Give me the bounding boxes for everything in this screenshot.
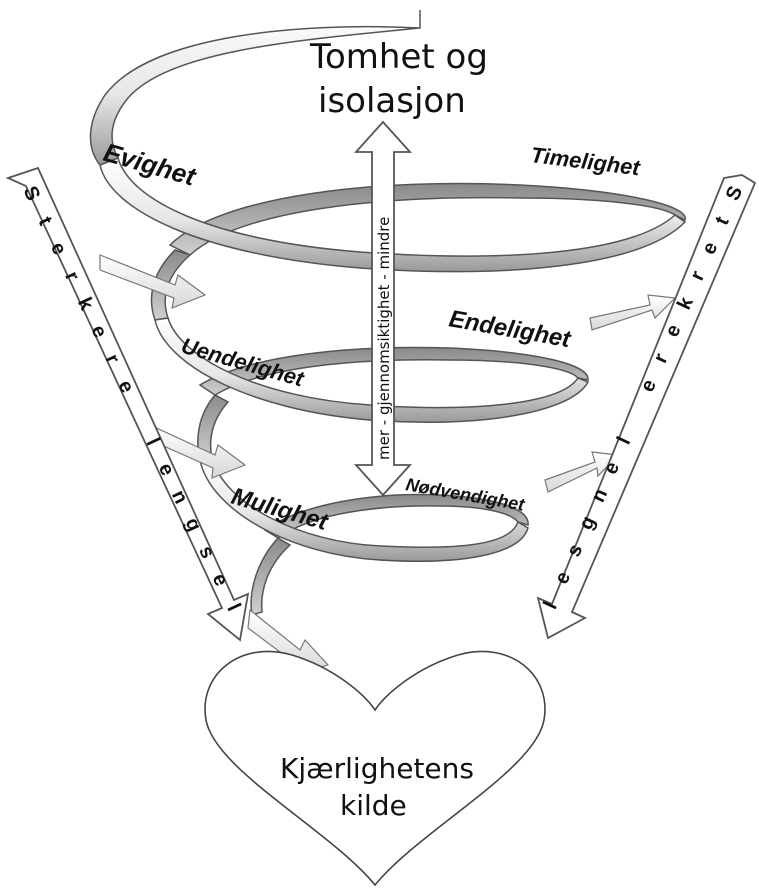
arrow-right-1 (589, 294, 677, 331)
label-nodvendighet: Nødvendighet (404, 474, 527, 515)
transparency-double-arrow (353, 120, 413, 497)
heart-text-line2: kilde (340, 789, 407, 822)
left-side-arrow (5, 166, 250, 642)
flow-arrows (99, 254, 677, 676)
heart-shape (204, 650, 546, 887)
spiral-ribbon (89, 10, 687, 616)
arrow-left-1 (99, 254, 207, 309)
heart-text-line1: Kjærlighetens (280, 752, 474, 785)
axis-label: mer - gjennomsiktighet - mindre (375, 217, 393, 460)
label-endelighet: Endelighet (447, 305, 573, 353)
label-timelighet: Timelighet (529, 142, 643, 180)
side-arrows (5, 166, 757, 642)
title-line1: Tomhet og (309, 37, 488, 77)
right-side-arrow (536, 174, 757, 640)
title-line2: isolasjon (318, 81, 466, 121)
